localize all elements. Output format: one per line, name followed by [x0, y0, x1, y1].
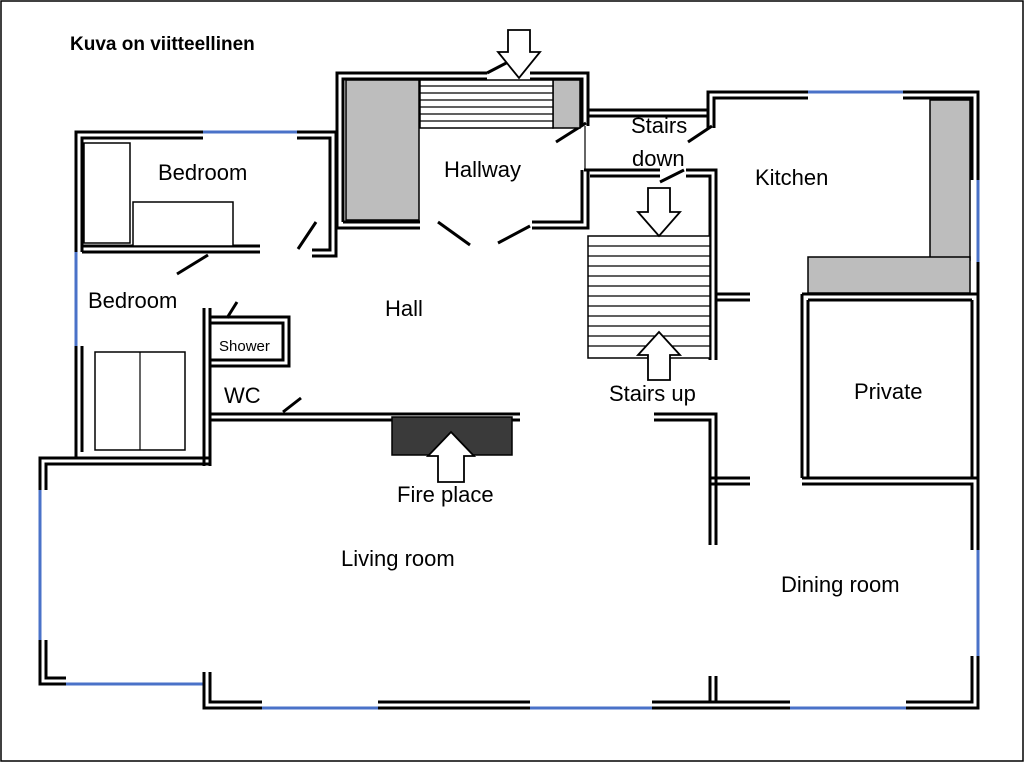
stairs-up-arrow	[635, 330, 683, 381]
bedroom-left-walls	[74, 252, 239, 466]
fireplace-arrow	[425, 430, 477, 483]
label-living-room: Living room	[341, 546, 455, 571]
kitchen-walls	[706, 90, 980, 300]
stairs-down-arrow	[636, 187, 682, 238]
hallway-walls	[335, 58, 590, 247]
label-kitchen: Kitchen	[755, 165, 828, 190]
entrance-arrow	[496, 29, 542, 80]
label-dining-room: Dining room	[781, 572, 900, 597]
label-private: Private	[854, 379, 922, 404]
label-hallway: Hallway	[444, 157, 521, 182]
stair-tread-lines	[588, 245, 710, 347]
bedroom-top-bed	[132, 201, 234, 247]
disclaimer-title: Kuva on viitteellinen	[70, 34, 255, 55]
label-hall: Hall	[385, 296, 423, 321]
hallway-cabinet-right	[552, 79, 581, 129]
label-fire-place: Fire place	[397, 482, 494, 507]
living-walls	[38, 412, 980, 710]
entrance-steps	[419, 79, 554, 129]
label-bedroom-left: Bedroom	[88, 288, 177, 313]
stairwell-walls	[584, 108, 718, 360]
kitchen-counter-vertical	[929, 99, 971, 261]
label-shower: Shower	[219, 338, 270, 355]
hallway-cabinet-left	[345, 79, 420, 221]
bedroom-top-walls	[74, 130, 338, 258]
label-wc: WC	[224, 383, 261, 408]
label-bedroom-top: Bedroom	[158, 160, 247, 185]
label-stairs-down-1: Stairs	[631, 113, 687, 138]
label-stairs-up: Stairs up	[609, 381, 696, 406]
label-stairs-down-2: down	[632, 146, 685, 171]
private-walls	[710, 292, 980, 550]
entrance-step-lines	[420, 85, 553, 122]
stairs-down-flight	[587, 235, 711, 359]
kitchen-counter-horizontal	[807, 256, 971, 294]
bedroom-top-wardrobe	[83, 142, 131, 244]
